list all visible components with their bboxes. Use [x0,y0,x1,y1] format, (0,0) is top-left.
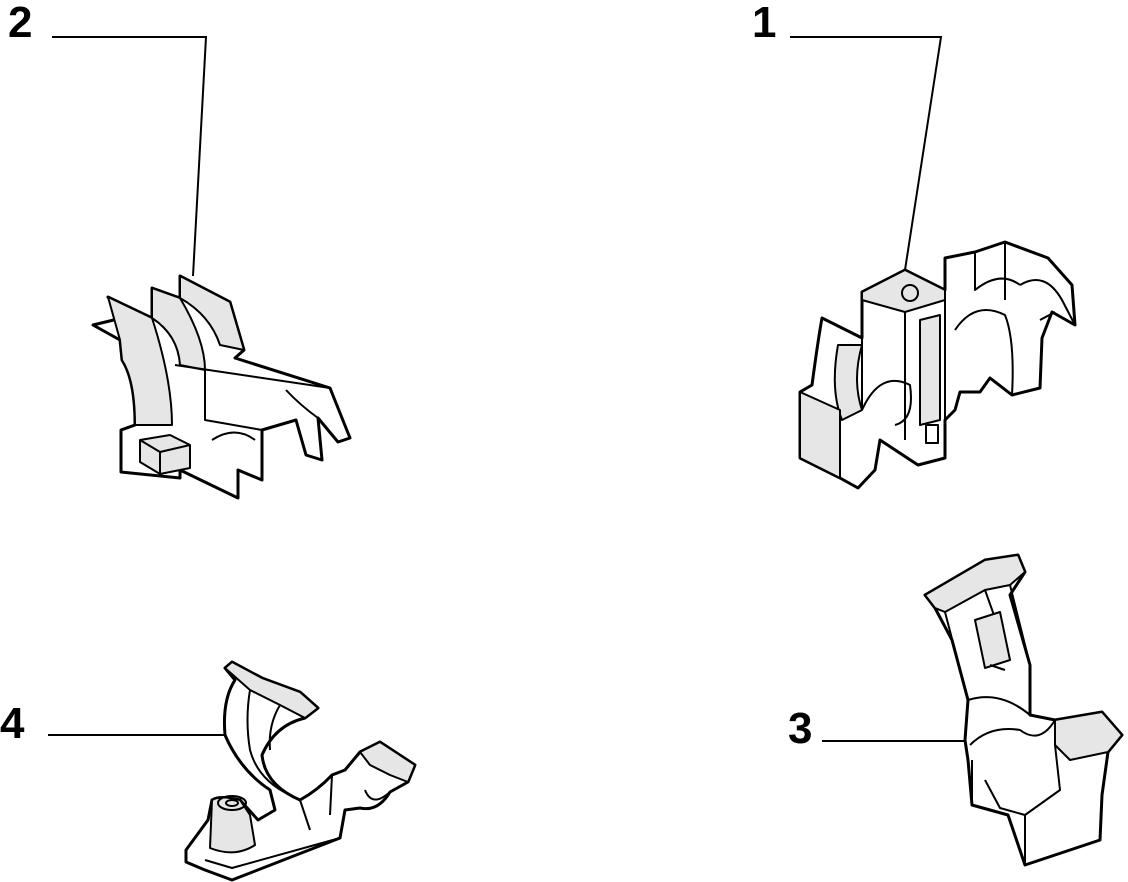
leader-line-1 [790,36,943,271]
callout-label-4: 4 [0,699,25,748]
callout-label-2: 2 [8,0,32,47]
part-2-bracket [91,274,352,500]
leader-line-2 [52,36,208,277]
callout-label-3: 3 [788,704,812,753]
callout-label-1: 1 [752,0,776,47]
part-1-clip [798,240,1077,490]
part-4-clip [184,660,417,882]
part-3-clip [923,553,1124,867]
